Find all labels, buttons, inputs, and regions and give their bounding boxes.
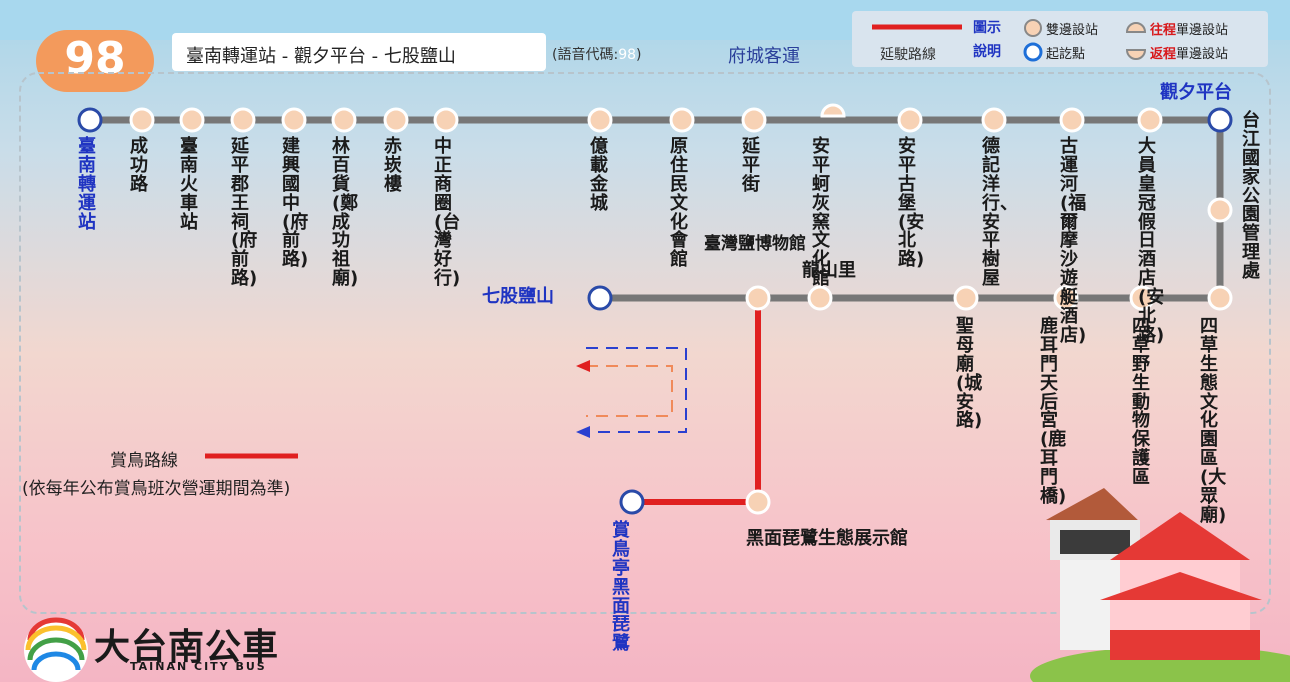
route-title: 臺南轉運站 - 觀夕平台 - 七股鹽山	[186, 46, 456, 67]
stop-marker	[331, 107, 357, 133]
stop-marker	[741, 107, 767, 133]
stop-marker	[897, 107, 923, 133]
title-box	[172, 33, 546, 71]
legend-title-1: 圖示	[973, 20, 1001, 36]
stop-marker-terminal	[1207, 107, 1233, 133]
stop-label: 延平郡王祠(府前路)	[231, 136, 258, 290]
stop-label: 黑面琵鷺生態展示館	[746, 528, 908, 549]
legend-outbound-rest: 單邊設站	[1176, 23, 1229, 38]
stop-label-terminal: 賞鳥亭黑面琵鷺	[612, 520, 630, 655]
legend-terminal: 起訖點	[1046, 47, 1086, 62]
stop-label: 赤崁樓	[384, 136, 402, 195]
stop-marker	[981, 107, 1007, 133]
stop-label-terminal: 觀夕平台	[1160, 82, 1232, 103]
stop-label: 古運河(福爾摩沙遊艇酒店)	[1060, 136, 1087, 346]
stop-label: 臺灣鹽博物館	[704, 234, 806, 254]
stop-label: 台江國家公園管理處	[1242, 110, 1260, 283]
stop-label: 原住民文化會館	[670, 136, 688, 271]
stop-marker	[1129, 285, 1155, 311]
stop-marker	[1207, 197, 1233, 223]
stop-marker	[281, 107, 307, 133]
stop-label: 中正商圈(台灣好行)	[434, 136, 461, 290]
brand-name: 大台南公車	[94, 627, 280, 668]
stop-marker-outbound	[820, 103, 846, 118]
stop-label: 聖母廟(城安路)	[956, 316, 983, 432]
stop-marker	[745, 285, 771, 311]
stop-marker	[1137, 107, 1163, 133]
voice-code-suffix: )	[636, 47, 642, 63]
stop-label: 龍山里	[802, 260, 856, 281]
legend-both-side: 雙邊設站	[1046, 23, 1099, 38]
stop-marker	[383, 107, 409, 133]
stop-marker	[745, 489, 771, 515]
stop-marker	[807, 285, 833, 311]
stop-marker	[230, 107, 256, 133]
stop-marker	[953, 285, 979, 311]
route-number: 98	[64, 33, 126, 84]
legend-title-2: 說明	[973, 44, 1001, 60]
legend-extension-label: 延駛路線	[880, 47, 936, 63]
direction-arrows	[576, 347, 687, 438]
stop-label: 林百貨(鄭成功祖廟)	[332, 136, 359, 290]
legend-return: 返程單邊設站	[1150, 43, 1228, 62]
legend-outbound: 往程單邊設站	[1150, 19, 1228, 38]
legend-return-word: 返程	[1150, 47, 1177, 62]
stop-label-terminal: 臺南轉運站	[78, 136, 96, 233]
stop-label-terminal: 七股鹽山	[482, 286, 554, 307]
legend-return-rest: 單邊設站	[1176, 47, 1229, 62]
stop-marker	[1053, 285, 1079, 311]
voice-code-label: (語音代碼:98)	[552, 44, 641, 64]
route-number-badge	[36, 30, 154, 92]
stop-marker	[587, 107, 613, 133]
stop-marker	[129, 107, 155, 133]
stop-label: 延平街	[742, 136, 760, 195]
stop-marker	[669, 107, 695, 133]
stop-marker-terminal	[619, 489, 645, 515]
stop-label: 安平古堡(安北路)	[898, 136, 925, 271]
stop-label: 億載金城	[590, 136, 608, 214]
voice-code-prefix: (語音代碼:	[552, 47, 619, 63]
map-frame	[19, 72, 1271, 614]
stop-label: 德記洋行、安平樹屋	[982, 136, 1018, 290]
legend-outbound-word: 往程	[1150, 23, 1177, 38]
brand-sub: TAINAN CITY BUS	[130, 660, 267, 673]
stop-label: 鹿耳門天后宮(鹿耳門橋)	[1040, 316, 1067, 508]
legend-box	[852, 11, 1268, 67]
tainan-bus-logo-icon	[24, 617, 88, 682]
stop-marker	[1059, 107, 1085, 133]
temple-illustration	[1030, 488, 1290, 682]
voice-code: 98	[618, 47, 637, 63]
stop-label: 臺南火車站	[180, 136, 198, 233]
stop-marker-terminal	[77, 107, 103, 133]
stop-marker	[1207, 285, 1233, 311]
legend-return-icon	[1125, 49, 1147, 60]
stop-label: 建興國中(府前路)	[282, 136, 309, 271]
stops-bottom-markers	[587, 285, 1233, 515]
stop-label: 四草野生動物保護區	[1132, 316, 1150, 489]
stop-marker	[179, 107, 205, 133]
stop-label: 成功路	[130, 136, 148, 195]
operator-name: 府城客運	[728, 46, 800, 67]
bird-route-label: 賞鳥路線	[110, 451, 178, 471]
legend-both-side-icon	[1024, 19, 1042, 37]
stops-top-markers	[77, 103, 1233, 223]
stop-marker	[433, 107, 459, 133]
legend-outbound-icon	[1125, 22, 1147, 33]
stop-label: 大員皇冠假日酒店(安北路)	[1138, 136, 1165, 346]
stop-label: 安平蚵灰窯文化館	[812, 136, 830, 290]
bird-route-note: (依每年公布賞鳥班次營運期間為準)	[22, 479, 291, 499]
stop-marker-terminal	[587, 285, 613, 311]
stop-label: 四草生態文化園區(大眾廟)	[1200, 316, 1227, 526]
legend-terminal-icon	[1023, 42, 1043, 62]
